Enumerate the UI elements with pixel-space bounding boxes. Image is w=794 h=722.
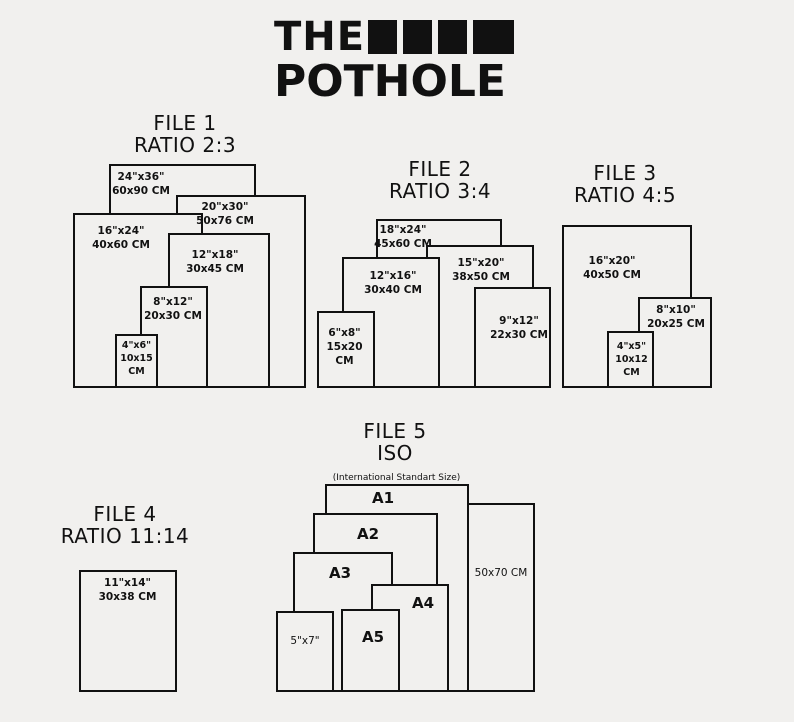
file2-name: FILE 2 [408,157,472,181]
iso-note: (International Standart Size) [332,473,461,483]
file5-ratio: ISO [377,441,413,465]
file3-title: FILE 3 RATIO 4:5 [560,162,690,206]
label-16x24: 16"x24"40x60 CM [92,225,150,252]
frame-4x6 [115,334,158,388]
label-a5: A5 [362,628,385,646]
logo-pothole: POTHOLE [274,56,506,107]
label-18x24: 18"x24"45x60 CM [374,224,432,251]
label-12x16: 12"x16"30x40 CM [364,270,422,297]
logo-block [473,20,514,54]
frame-5x7 [276,611,334,692]
logo-block [438,20,467,54]
file1-title: FILE 1 RATIO 2:3 [120,112,250,156]
label-24x36: 24"x36"60x90 CM [112,171,170,198]
label-50x70: 50x70 CM [474,567,528,579]
label-a4: A4 [412,594,435,612]
logo-block [403,20,432,54]
file3-ratio: RATIO 4:5 [573,183,677,207]
frame-6x8 [317,311,375,388]
frame-11x14 [79,570,177,692]
file2-title: FILE 2 RATIO 3:4 [375,158,505,202]
label-9x12: 9"x12"22x30 CM [490,315,548,342]
file4-ratio: RATIO 11:14 [60,524,190,548]
file2-ratio: RATIO 3:4 [388,179,492,203]
file4-name: FILE 4 [93,502,157,526]
frame-a5 [341,609,400,692]
frame-9x12 [474,287,551,388]
label-5x7: 5"x7" [290,635,320,647]
label-20x30: 20"x30"50x76 CM [196,201,254,228]
file1-name: FILE 1 [153,111,217,135]
frame-4x5 [607,331,654,388]
frame-50x70 [467,503,535,692]
logo-the: THE [274,14,366,60]
label-15x20: 15"x20"38x50 CM [452,257,510,284]
file5-name: FILE 5 [363,419,427,443]
label-12x18: 12"x18"30x45 CM [186,249,244,276]
file1-ratio: RATIO 2:3 [133,133,237,157]
file4-title: FILE 4 RATIO 11:14 [55,503,195,547]
label-11x14: 11"x14"30x38 CM [98,577,157,604]
label-a3: A3 [329,564,352,582]
logo-block [368,20,397,54]
label-a2: A2 [357,525,380,543]
label-8x12: 8"x12"20x30 CM [144,296,202,323]
label-a1: A1 [372,489,395,507]
file5-title: FILE 5 ISO [330,420,460,464]
label-16x20: 16"x20"40x50 CM [583,255,641,282]
file3-name: FILE 3 [593,161,657,185]
label-8x10: 8"x10"20x25 CM [647,304,705,331]
